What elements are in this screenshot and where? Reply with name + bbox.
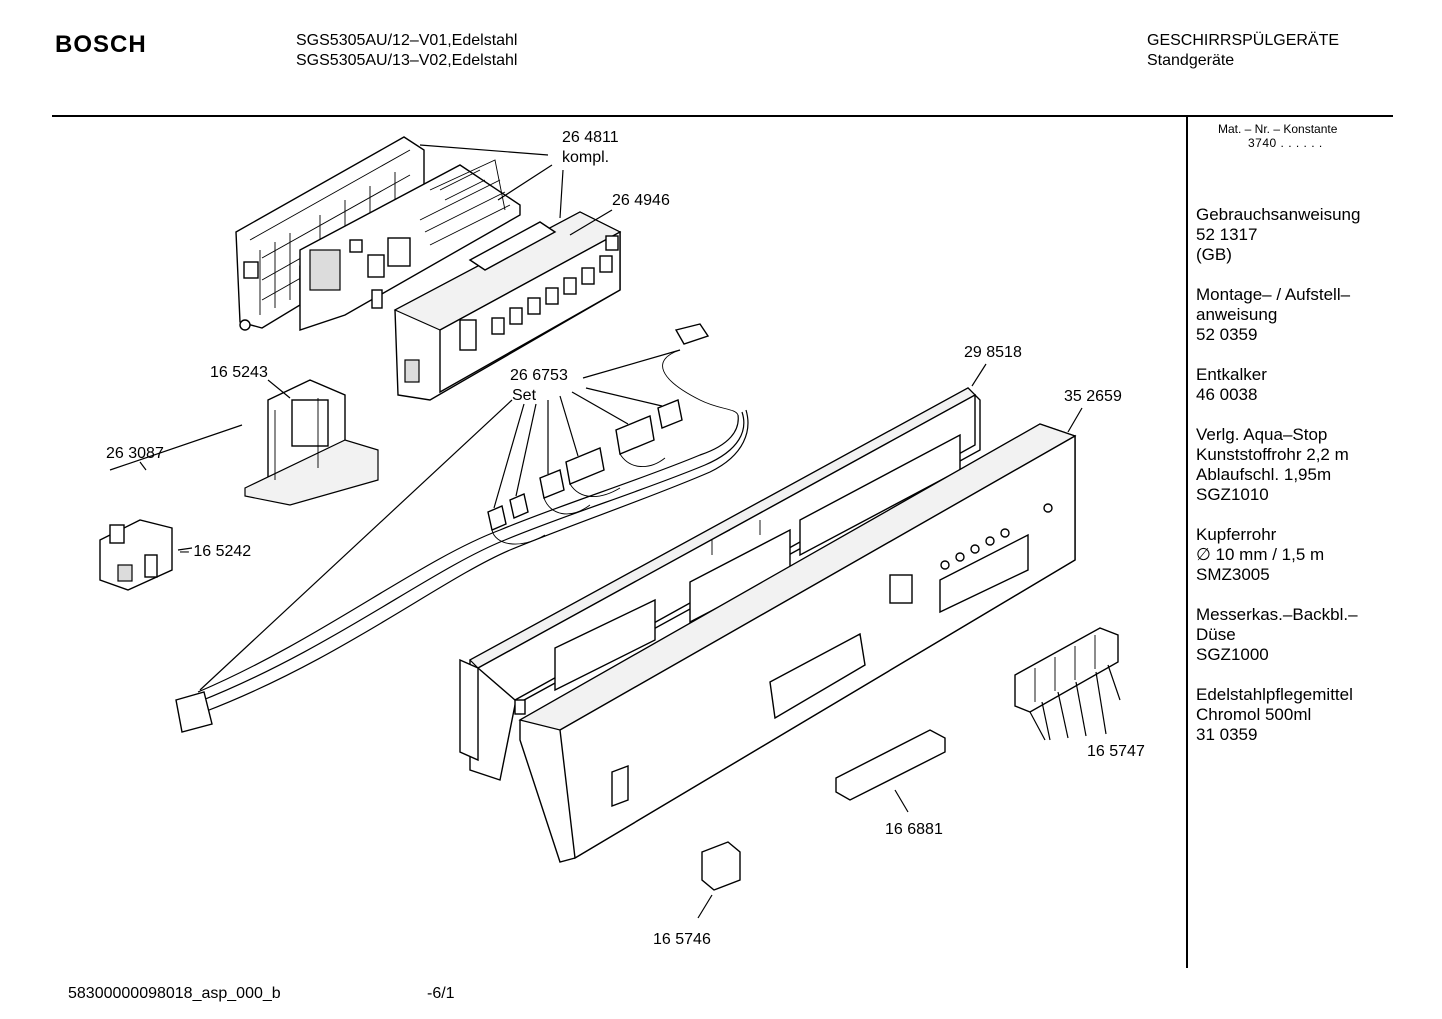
bracket-part xyxy=(244,379,379,506)
callout-266753: 26 6753 xyxy=(510,367,568,384)
callout-352659: 35 2659 xyxy=(1064,388,1122,405)
accessory-item: Messerkas.–Backbl.– Düse SGZ1000 xyxy=(1196,605,1386,665)
accessory-line: anweisung xyxy=(1196,305,1278,324)
circuit-board-part xyxy=(299,159,521,331)
document-code: 58300000098018_asp_000_b xyxy=(68,985,281,1002)
accessory-line: Verlg. Aqua–Stop xyxy=(1196,425,1328,444)
category-title: GESCHIRRSPÜLGERÄTE Standgeräte xyxy=(1147,31,1339,71)
display-module-part xyxy=(1014,627,1119,713)
control-housing-part xyxy=(393,211,622,401)
accessory-line: Messerkas.–Backbl.– xyxy=(1196,605,1358,624)
button-knob-part xyxy=(701,841,741,891)
model-list: SGS5305AU/12–V01,Edelstahl SGS5305AU/13–… xyxy=(296,31,517,71)
accessories-sidebar: Mat. – Nr. – Konstante 3740 . . . . . . … xyxy=(1196,122,1386,745)
header-divider xyxy=(52,115,1393,117)
front-fascia-part xyxy=(518,423,1077,863)
accessory-item: Kupferrohr ∅ 10 mm / 1,5 m SMZ3005 xyxy=(1196,525,1386,585)
model-line-2: SGS5305AU/13–V02,Edelstahl xyxy=(296,52,518,69)
accessory-line: SGZ1000 xyxy=(1196,645,1269,664)
category-sub: Standgeräte xyxy=(1147,52,1235,69)
callout-264811-note: kompl. xyxy=(562,149,610,166)
callout-165242: – 16 5242 xyxy=(180,543,252,560)
callout-166881: 16 6881 xyxy=(885,821,943,838)
accessory-line: 31 0359 xyxy=(1196,725,1258,744)
page-number: -6/1 xyxy=(427,985,455,1002)
accessory-line: Düse xyxy=(1196,625,1236,644)
accessory-line: 46 0038 xyxy=(1196,385,1258,404)
accessory-item: Verlg. Aqua–Stop Kunststoffrohr 2,2 m Ab… xyxy=(1196,425,1386,505)
accessory-line: Ablaufschl. 1,95m xyxy=(1196,465,1332,484)
accessory-line: (GB) xyxy=(1196,245,1232,264)
material-number-header: Mat. – Nr. – Konstante 3740 . . . . . . xyxy=(1196,122,1386,150)
exploded-parts-diagram xyxy=(99,136,1121,919)
sidebar-divider xyxy=(1186,116,1188,968)
accessory-line: Montage– / Aufstell– xyxy=(1196,285,1351,304)
callout-165243: 16 5243 xyxy=(210,364,268,381)
accessory-line: Kunststoffrohr 2,2 m xyxy=(1196,445,1349,464)
callout-264811: 26 4811 xyxy=(562,129,619,146)
callout-165747: 16 5747 xyxy=(1087,743,1145,760)
callout-264946: 26 4946 xyxy=(612,192,670,209)
accessory-line: SGZ1010 xyxy=(1196,485,1269,504)
accessory-line: ∅ 10 mm / 1,5 m xyxy=(1196,545,1325,564)
accessory-line: Entkalker xyxy=(1196,365,1267,384)
callout-266753-note: Set xyxy=(512,387,537,404)
accessory-line: Edelstahlpflegemittel xyxy=(1196,685,1353,704)
accessory-line: Kupferrohr xyxy=(1196,525,1277,544)
accessory-item: Gebrauchsanweisung 52 1317 (GB) xyxy=(1196,205,1386,265)
accessory-item: Montage– / Aufstell– anweisung 52 0359 xyxy=(1196,285,1386,345)
callout-165746: 16 5746 xyxy=(653,931,711,948)
accessory-line: Gebrauchsanweisung xyxy=(1196,205,1361,224)
model-line-1: SGS5305AU/12–V01,Edelstahl xyxy=(296,32,518,49)
back-panel-part xyxy=(459,387,981,781)
button-row xyxy=(491,235,619,335)
callout-263087: 26 3087 xyxy=(106,445,164,462)
accessory-line: SMZ3005 xyxy=(1196,565,1270,584)
callout-leaders xyxy=(109,144,1121,919)
brand-logo: BOSCH xyxy=(55,31,147,58)
accessory-line: Chromol 500ml xyxy=(1196,705,1312,724)
callout-298518: 29 8518 xyxy=(964,344,1022,361)
category-main: GESCHIRRSPÜLGERÄTE xyxy=(1147,32,1340,49)
accessory-line: 52 0359 xyxy=(1196,325,1258,344)
accessory-line: 52 1317 xyxy=(1196,225,1258,244)
wiring-harness-part xyxy=(175,323,749,733)
material-number-label: Mat. – Nr. – Konstante xyxy=(1218,122,1338,136)
accessory-item: Edelstahlpflegemittel Chromol 500ml 31 0… xyxy=(1196,685,1386,745)
cover-strip-part xyxy=(835,729,946,801)
accessory-item: Entkalker 46 0038 xyxy=(1196,365,1386,405)
switch-part xyxy=(99,519,173,591)
material-number-code: 3740 . . . . . . xyxy=(1248,136,1323,150)
